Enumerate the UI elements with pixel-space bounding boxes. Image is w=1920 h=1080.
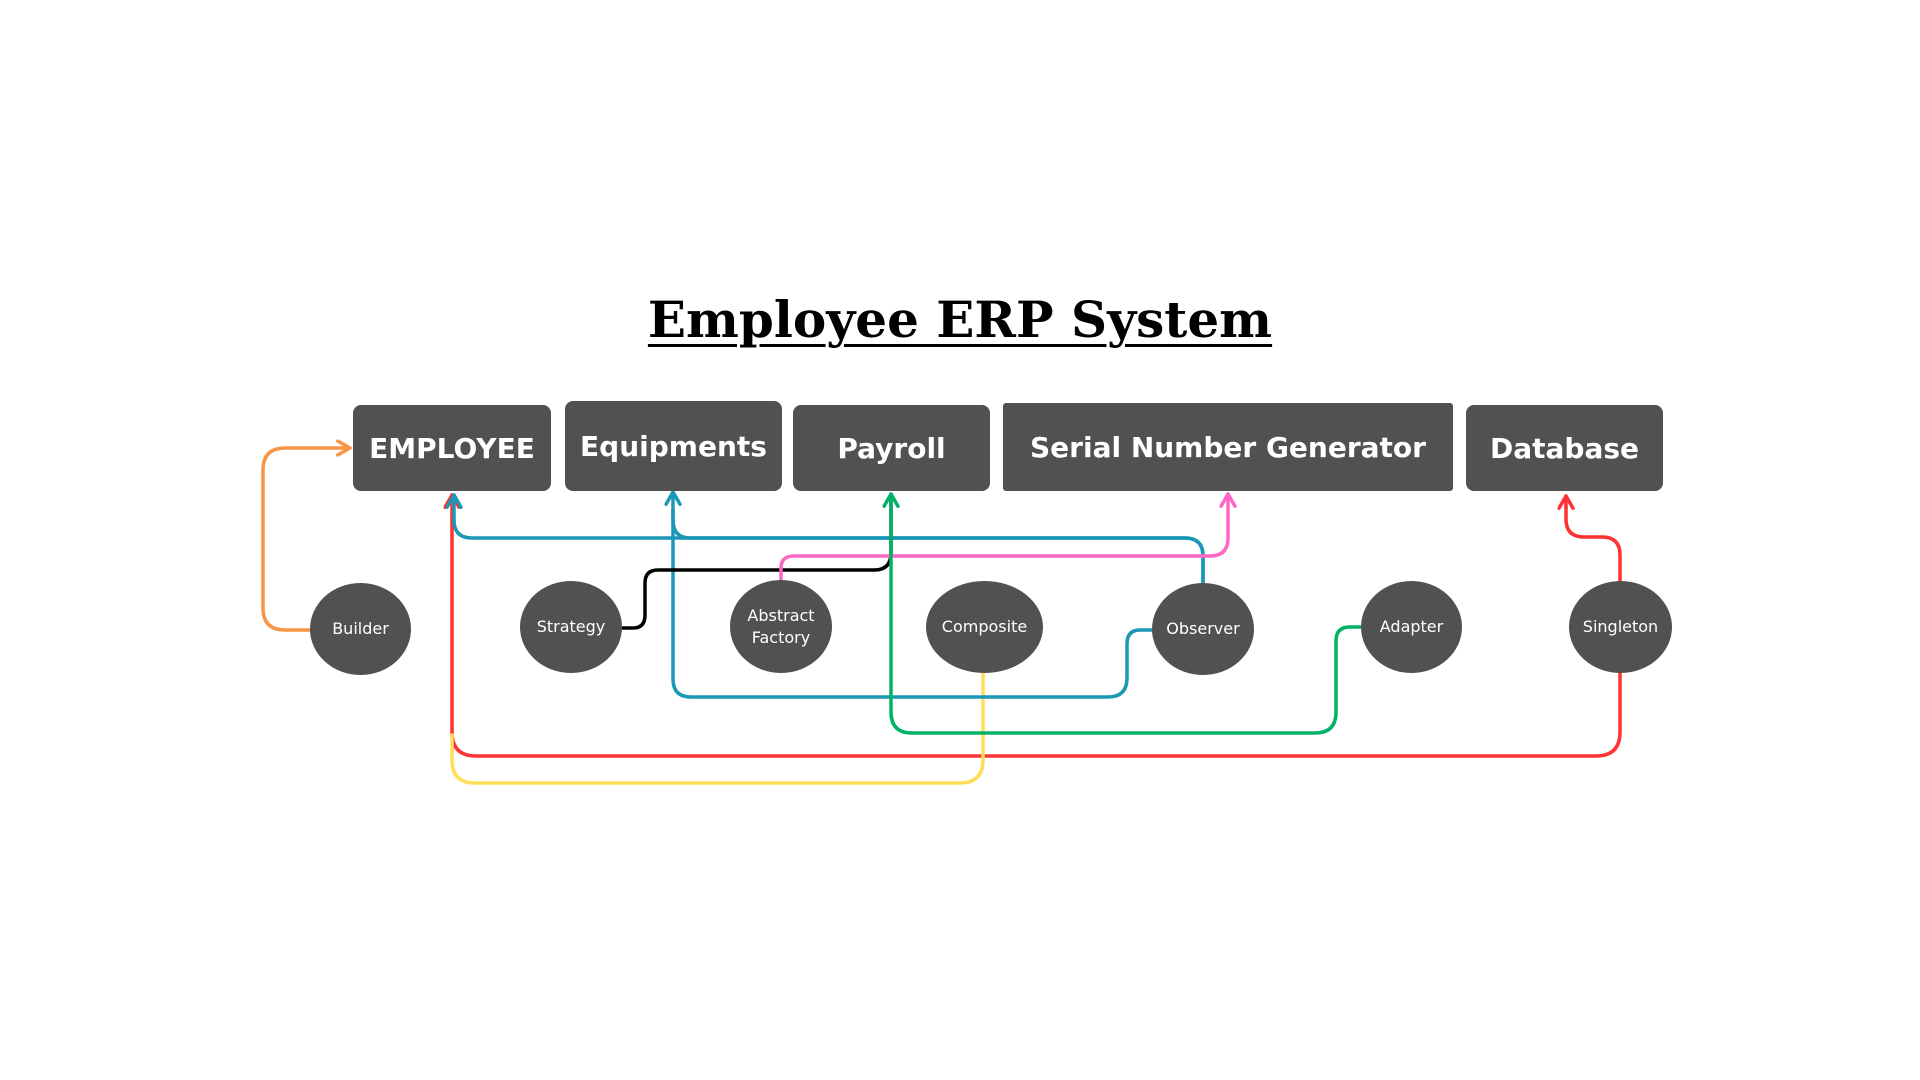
pattern-observer[interactable]: Observer [1152,583,1254,675]
module-serial-number-generator[interactable]: Serial Number Generator [1003,403,1453,491]
pattern-adapter[interactable]: Adapter [1361,581,1462,673]
connector-composite-employee [450,670,985,785]
diagram-title: Employee ERP System [647,290,1273,349]
connector-builder-employee [261,439,352,632]
pattern-builder[interactable]: Builder [310,583,411,675]
connector-strategy-payroll [621,498,893,630]
connector-observer-equipments [664,490,1205,588]
module-equipments-label: Equipments [580,429,767,463]
pattern-singleton[interactable]: Singleton [1569,581,1672,673]
pattern-abstract-factory-label: Abstract Factory [747,605,815,647]
pattern-composite-label: Composite [941,617,1028,637]
pattern-adapter-label: Adapter [1379,617,1444,637]
pattern-abstract-factory[interactable]: Abstract Factory [730,580,832,673]
pattern-observer-label: Observer [1166,619,1240,639]
pattern-singleton-label: Singleton [1582,617,1659,637]
module-database-label: Database [1489,431,1639,465]
pattern-builder-label: Builder [332,619,389,639]
module-equipments[interactable]: Equipments [565,401,782,491]
connector-singleton-database [1557,494,1622,584]
pattern-composite[interactable]: Composite [926,581,1043,673]
pattern-strategy-label: Strategy [536,617,606,637]
connector-observer-employee [445,493,1205,588]
module-employee-label: EMPLOYEE [369,431,535,465]
connector-observer-equipments-low [671,508,1155,699]
module-database[interactable]: Database [1466,405,1663,491]
module-employee[interactable]: EMPLOYEE [353,405,551,491]
connector-abstract-factory-serial [779,492,1237,588]
pattern-strategy[interactable]: Strategy [520,581,622,673]
module-payroll-label: Payroll [837,431,946,465]
module-payroll[interactable]: Payroll [793,405,990,491]
module-serial-label: Serial Number Generator [1030,430,1426,464]
connector-adapter-payroll [882,492,1364,735]
